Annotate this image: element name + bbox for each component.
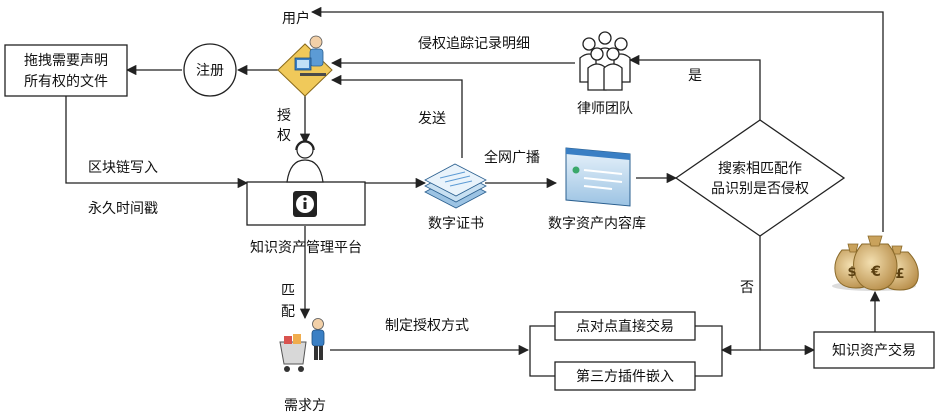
upload-doc-line1: 拖拽需要声明 xyxy=(24,53,108,69)
connectors xyxy=(65,6,884,377)
third-party-node: 第三方插件嵌入 xyxy=(554,361,696,391)
browser-window-icon xyxy=(565,147,631,207)
svg-text:£: £ xyxy=(895,267,904,282)
lawyer-team-label: 律师团队 xyxy=(577,101,633,117)
yes-label: 是 xyxy=(688,68,702,84)
money-to-user-arrow xyxy=(310,6,884,232)
left-bracket xyxy=(529,325,555,377)
send-label: 发送 xyxy=(418,111,446,127)
shopping-cart-person-icon xyxy=(279,318,325,372)
user-label: 用户 xyxy=(282,10,310,27)
match-label-2: 配 xyxy=(281,304,295,320)
send-arrow xyxy=(330,74,463,158)
money-bags-icon: $ € £ xyxy=(832,235,919,291)
search-diamond xyxy=(674,119,846,237)
doc-to-platform-arrow xyxy=(65,96,249,189)
search-label-2: 品识别是否侵权 xyxy=(711,180,809,197)
svg-text:$: $ xyxy=(847,265,856,280)
third-party-label: 第三方插件嵌入 xyxy=(576,368,674,385)
third-party-box xyxy=(554,361,696,391)
search-decision-node: 搜索相匹配作 品识别是否侵权 xyxy=(674,119,846,237)
user-node: 用户 xyxy=(277,10,333,97)
register-circle xyxy=(183,43,237,97)
search-label-1: 搜索相匹配作 xyxy=(718,160,802,177)
asset-trade-label: 知识资产交易 xyxy=(832,342,916,359)
auth-method-label: 制定授权方式 xyxy=(385,318,469,334)
register-label: 注册 xyxy=(196,63,224,79)
upload-doc-box xyxy=(4,44,128,97)
info-icon xyxy=(293,191,317,217)
authorize-label-1: 授 xyxy=(277,108,291,124)
certificate-stack-icon xyxy=(424,163,487,209)
right-bracket xyxy=(695,325,723,377)
support-person-icon xyxy=(286,140,324,183)
blockchain-write-label: 区块链写入 xyxy=(88,160,158,176)
p2p-trade-label: 点对点直接交易 xyxy=(576,318,674,335)
no-label: 否 xyxy=(740,280,754,296)
match-label-1: 匹 xyxy=(281,283,295,299)
asset-trade-node: 知识资产交易 xyxy=(813,331,935,369)
people-group-icon xyxy=(579,31,631,91)
broadcast-label: 全网广播 xyxy=(484,149,540,166)
asset-trade-box xyxy=(813,331,935,369)
user-at-computer-icon xyxy=(294,35,326,76)
infringement-log-label: 侵权追踪记录明细 xyxy=(418,35,530,52)
authorize-label-2: 权 xyxy=(277,128,291,144)
platform-label: 知识资产管理平台 xyxy=(250,239,362,256)
p2p-trade-node: 点对点直接交易 xyxy=(554,311,696,341)
upload-doc-line2: 所有权的文件 xyxy=(24,74,108,90)
p2p-trade-box xyxy=(554,311,696,341)
content-db-label: 数字资产内容库 xyxy=(548,215,646,232)
platform-node: 知识资产管理平台 xyxy=(246,140,366,256)
timestamp-label: 永久时间戳 xyxy=(88,201,158,217)
register-node: 注册 xyxy=(183,43,237,97)
demander-label: 需求方 xyxy=(284,398,326,414)
svg-text:€: € xyxy=(870,264,881,280)
upload-doc-node: 拖拽需要声明 所有权的文件 xyxy=(4,44,128,97)
cert-label: 数字证书 xyxy=(428,216,484,232)
yes-arrow xyxy=(628,54,761,120)
